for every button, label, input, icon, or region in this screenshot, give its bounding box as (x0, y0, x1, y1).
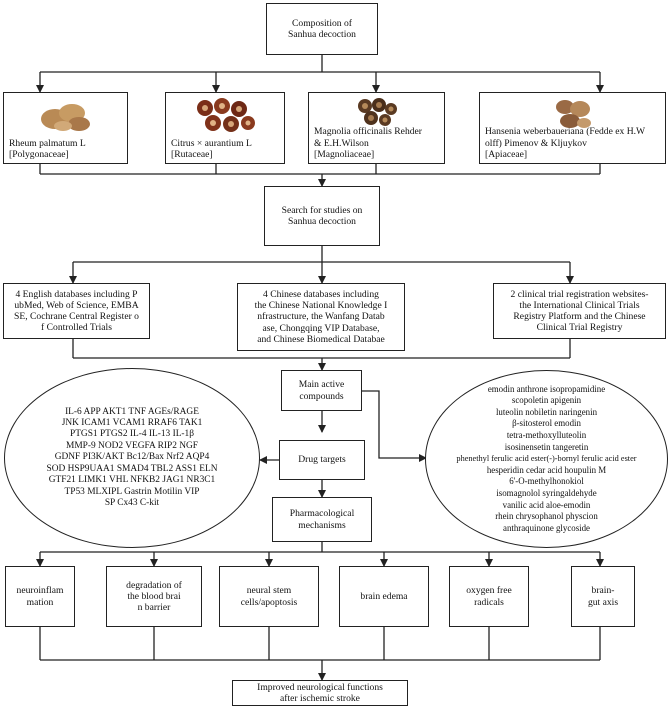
hansenia-root-icon (555, 100, 591, 128)
node-text: n barrier (137, 602, 171, 614)
herb-name: Rheum palmatum L (9, 137, 86, 149)
target-row: GTF21 LIMK1 VHL NFKB2 JAG1 NR3C1 (48, 475, 216, 486)
herb-node-citrus: Citrus × aurantium L [Rutaceae] (165, 92, 285, 164)
node-text: the blood brai (127, 590, 181, 602)
mechanism-brain-gut-axis: brain- gut axis (571, 566, 635, 627)
node-text: Improved neurological functions (257, 681, 383, 693)
node-text: degradation of (126, 579, 182, 591)
herb-family: [Polygonaceae] (9, 148, 69, 160)
herb-name: olff) Pimenov & Kljuykov (485, 137, 587, 149)
node-text: the Chinese National Knowledge I (254, 300, 388, 312)
compound-row: β-sitosterol emodin (512, 418, 581, 429)
node-text: and Chinese Biomedical Databae (257, 333, 385, 345)
clinical-registries-node: 2 clinical trial registration websites- … (493, 283, 666, 339)
node-text: Drug targets (298, 454, 346, 466)
compound-row: anthraquinone glycoside (503, 522, 590, 533)
compound-row: tetra-methoxylluteolin (506, 430, 587, 441)
compound-row: vanilic acid aloe-emodin (502, 499, 591, 510)
mechanism-neural-stem-cells: neural stem cells/apoptosis (219, 566, 319, 627)
compound-row: 6'-O-methylhonokiol (509, 476, 584, 487)
mechanism-brain-edema: brain edema (339, 566, 429, 627)
target-row: SP Cx43 C-kit (104, 497, 160, 508)
node-text: 4 Chinese databases including (263, 288, 379, 300)
english-databases-node: 4 English databases including P ubMed, W… (3, 283, 150, 339)
node-text: oxygen free (466, 585, 512, 597)
compound-row: phenethyl ferulic acid ester(-)-bornyl f… (456, 454, 637, 464)
node-text: Clinical Trial Registry (536, 322, 623, 334)
node-text: brain edema (360, 590, 408, 602)
herb-family: [Apiaceae] (485, 148, 528, 160)
main-compounds-node: Main active compounds (281, 370, 362, 411)
node-text: Main active (298, 379, 345, 391)
herb-node-hansenia: Hansenia weberbaueriana (Fedde ex H.W ol… (479, 92, 666, 164)
compound-row: emodin anthrone isopropamidine (487, 383, 606, 394)
active-compounds-ellipse: emodin anthrone isopropamidine scopoleti… (425, 370, 668, 548)
node-text: mechanisms (298, 519, 346, 531)
compound-row: isosinensetin tangeretin (504, 441, 589, 452)
target-row: SOD HSP9UAA1 SMAD4 TBL2 ASS1 ELN (46, 463, 218, 474)
node-text: gut axis (587, 596, 619, 608)
compound-row: luteolin nobiletin naringenin (495, 406, 598, 417)
herb-name: Hansenia weberbaueriana (Fedde ex H.W (485, 126, 646, 138)
composition-node: Composition of Sanhua decoction (266, 3, 378, 55)
node-text: ubMed, Web of Science, EMBA (14, 299, 139, 311)
node-text: Sanhua decoction (288, 216, 356, 227)
node-text: f Controlled Trials (41, 322, 112, 334)
herb-node-magnolia: Magnolia officinalis Rehder & E.H.Wilson… (308, 92, 445, 164)
node-text: Composition of (292, 17, 352, 29)
compound-row: scopoletin apigenin (511, 395, 582, 406)
node-text: cells/apoptosis (240, 596, 298, 608)
drug-targets-node: Drug targets (279, 440, 365, 480)
herb-node-rheum: Rheum palmatum L [Polygonaceae] (3, 92, 128, 164)
node-text: ase, Chongqing VIP Database, (262, 322, 380, 334)
herb-family: [Magnoliaceae] (314, 148, 375, 160)
magnolia-bark-icon (357, 98, 397, 126)
node-text: compounds (299, 390, 344, 402)
node-text: Sanhua decoction (288, 29, 356, 40)
target-row: JNK ICAM1 VCAM1 RRAF6 TAK1 (61, 418, 203, 429)
herb-name: Citrus × aurantium L (171, 137, 252, 149)
citrus-slices-icon (197, 98, 255, 132)
herb-family: [Rutaceae] (171, 148, 213, 160)
pharmacological-mechanisms-node: Pharmacological mechanisms (272, 497, 372, 542)
target-row: IL-6 APP AKT1 TNF AGEs/RAGE (65, 406, 199, 417)
compound-row: hesperidin cedar acid houpulin M (486, 464, 607, 475)
target-row: TP53 MLXIPL Gastrin Motilin VIP (64, 486, 200, 497)
node-text: nfrastructure, the Wanfang Datab (257, 311, 385, 323)
target-row: GDNF PI3K/AKT Bc12/Bax Nrf2 AQP4 (54, 452, 210, 463)
search-node: Search for studies on Sanhua decoction (264, 186, 380, 246)
node-text: 4 English databases including P (15, 288, 138, 300)
node-text: neural stem (246, 585, 292, 597)
target-row: PTGS1 PTGS2 IL-4 IL-13 IL-1β (69, 429, 195, 440)
compound-row: isomagnolol syringaldehyde (496, 487, 597, 498)
node-text: 2 clinical trial registration websites- (510, 288, 649, 300)
herb-name: Magnolia officinalis Rehder (314, 126, 422, 138)
node-text: brain- (591, 585, 615, 597)
target-row: MMP-9 NOD2 VEGFA RIP2 NGF (66, 440, 198, 451)
node-text: Pharmacological (289, 508, 355, 520)
chinese-databases-node: 4 Chinese databases including the Chines… (237, 283, 405, 351)
drug-targets-ellipse: IL-6 APP AKT1 TNF AGEs/RAGE JNK ICAM1 VC… (4, 368, 260, 548)
node-text: SE, Cochrane Central Register o (14, 311, 139, 322)
rhubarb-root-icon (40, 104, 90, 131)
node-text: radicals (474, 596, 504, 608)
mechanism-neuroinflammation: neuroinflam mation (5, 566, 75, 627)
node-text: the International Clinical Trials (519, 299, 640, 311)
outcome-node: Improved neurological functions after is… (232, 680, 408, 706)
mechanism-bbb-degradation: degradation of the blood brai n barrier (106, 566, 202, 627)
node-text: neuroinflam (16, 585, 64, 597)
node-text: mation (26, 596, 54, 608)
compound-row: rhein chrysophanol physcion (495, 511, 598, 522)
herb-name: & E.H.Wilson (314, 137, 369, 149)
node-text: Search for studies on (281, 204, 363, 216)
mechanism-oxygen-free-radicals: oxygen free radicals (449, 566, 529, 627)
node-text: after ischemic stroke (280, 693, 360, 704)
node-text: Registry Platform and the Chinese (513, 311, 646, 322)
